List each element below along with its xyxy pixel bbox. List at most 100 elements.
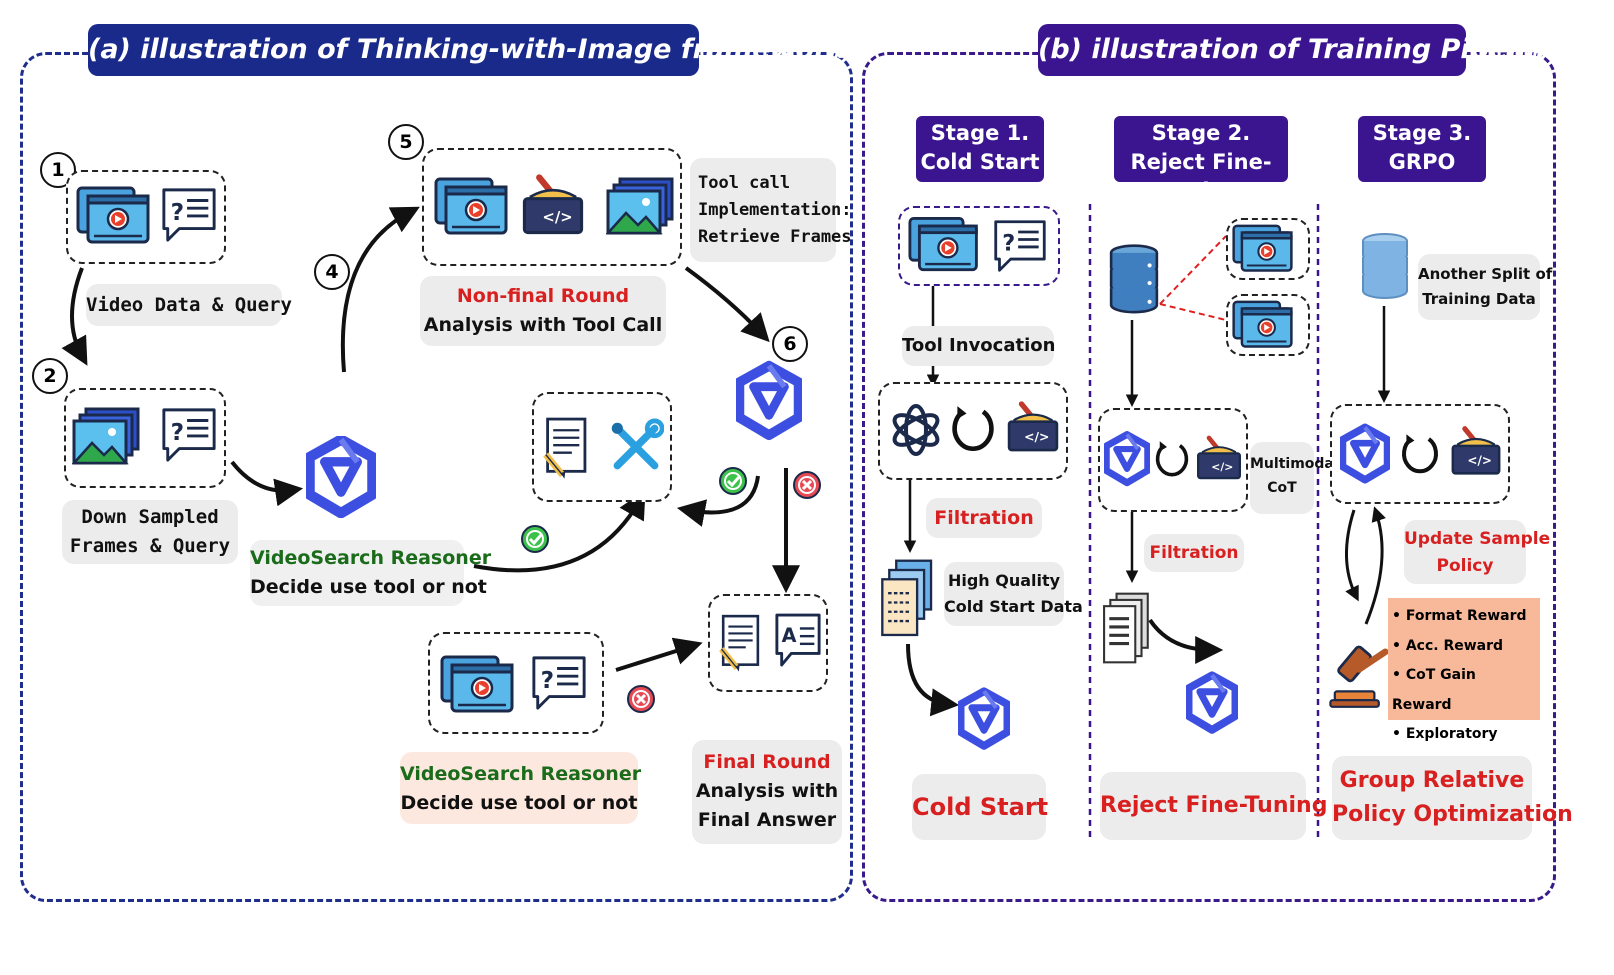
stage-1-line-1: Stage 1. xyxy=(930,121,1030,145)
panel-a-arrows xyxy=(61,206,800,672)
database-icon xyxy=(1360,228,1410,308)
gavel-icon xyxy=(1326,636,1392,716)
tools-box xyxy=(532,392,672,502)
downsampled-box xyxy=(64,388,226,488)
video-query-label: Video Data & Query xyxy=(86,284,292,326)
tool-invocation-label: Tool Invocation xyxy=(902,326,1055,366)
openai-icon xyxy=(886,400,946,460)
reasoner-logo-icon xyxy=(1340,422,1390,486)
step-2: 2 xyxy=(32,358,68,394)
arrow-4 xyxy=(340,206,420,373)
grpo-line-2: Policy Optimization xyxy=(1332,802,1573,827)
arrow-reasoner-to-tools xyxy=(473,490,646,573)
reasoner-logo-icon xyxy=(1186,668,1238,738)
tool-box-icon xyxy=(1446,420,1506,482)
downsampled-label: Down Sampled Frames & Query xyxy=(62,500,238,564)
toolcall-line-3: Retrieve Frames xyxy=(698,227,852,247)
nonfinal-label: Non-final Round Analysis with Tool Call xyxy=(420,276,666,346)
another-split-label: Another Split of Training Data xyxy=(1418,254,1553,320)
another-split-line-2: Training Data xyxy=(1422,290,1536,308)
video-query-box xyxy=(66,170,226,264)
downsampled-line-2: Frames & Query xyxy=(69,535,231,557)
arrow-to-6 xyxy=(684,266,770,343)
s1-data-box xyxy=(898,206,1060,286)
tool-box-icon xyxy=(1192,430,1246,486)
nonfinal-box xyxy=(422,148,682,266)
hq-data-line-2: Cold Start Data xyxy=(944,597,1083,616)
file-stack-icon xyxy=(1102,584,1154,672)
stage-3-line-1: Stage 3. xyxy=(1372,121,1472,145)
s2-sample-box-1 xyxy=(1226,218,1310,280)
file-stack-icon xyxy=(880,552,938,646)
reasoner-logo-icon xyxy=(958,686,1010,752)
reasoner-label: VideoSearch Reasoner Decide use tool or … xyxy=(250,540,492,606)
update-policy-label: Update Sample Policy xyxy=(1404,520,1550,584)
filtration-2-label: Filtration xyxy=(1144,534,1244,572)
reasoner-logo-icon xyxy=(1104,430,1150,488)
downsampled-line-1: Down Sampled xyxy=(81,506,219,528)
toolcall-line-2: Implementation: xyxy=(698,200,852,220)
final-title: Final Round xyxy=(703,751,831,773)
reward-acc: Acc. Reward xyxy=(1405,637,1504,654)
stage-1-header: Stage 1. Cold Start xyxy=(916,116,1044,182)
reward-list: • Format Reward • Acc. Reward • CoT Gain… xyxy=(1388,598,1540,772)
toolcall-note: Tool call Implementation: Retrieve Frame… xyxy=(690,158,852,262)
reasoner2-name: VideoSearch Reasoner xyxy=(400,763,642,785)
arrow-bottom-to-final xyxy=(615,637,703,672)
bottom-video-query-box xyxy=(428,632,604,734)
refresh-loop-icon xyxy=(950,400,996,460)
step-4: 4 xyxy=(314,254,350,290)
reward-format: Format Reward xyxy=(1405,608,1527,624)
s2-sample-box-2 xyxy=(1226,294,1310,356)
s1-model-box xyxy=(878,382,1068,480)
update-policy-line-2: Policy xyxy=(1436,556,1494,576)
cold-start-result: Cold Start xyxy=(912,774,1048,840)
stage-1-line-2: Cold Start xyxy=(920,150,1040,174)
stage-2-line-1: Stage 2. xyxy=(1151,121,1251,145)
database-icon xyxy=(1108,240,1160,322)
step-5: 5 xyxy=(388,124,424,160)
arrow-6-to-tools xyxy=(676,475,760,527)
multimodal-cot-line-1: Multimodal xyxy=(1250,456,1339,472)
another-split-line-1: Another Split of xyxy=(1418,265,1553,283)
stage-2-line-2: Reject Fine-tuning xyxy=(1130,150,1272,203)
filtration-1-label: Filtration xyxy=(926,498,1042,538)
reward-item: • Acc. Reward xyxy=(1392,637,1504,654)
reward-item: • Format Reward xyxy=(1392,608,1527,624)
video-icon xyxy=(1232,300,1298,350)
query-icon xyxy=(992,218,1048,274)
stage-2-header: Stage 2. Reject Fine-tuning xyxy=(1114,116,1288,203)
refresh-loop-icon xyxy=(1154,436,1190,484)
panel-b-title: (b) illustration of Training Pipeline xyxy=(1038,24,1563,76)
grpo-result: Group Relative Policy Optimization xyxy=(1332,756,1573,840)
stage-3-line-2: GRPO xyxy=(1388,150,1456,174)
video-icon xyxy=(908,216,984,274)
toolcall-line-1: Tool call xyxy=(698,173,791,193)
rft-result: Reject Fine-Tuning xyxy=(1100,772,1327,840)
grpo-line-1: Group Relative xyxy=(1339,768,1525,793)
reward-item: • CoT Gain Reward xyxy=(1392,667,1476,713)
final-desc-2: Final Answer xyxy=(697,809,837,831)
reward-cot-gain: CoT Gain Reward xyxy=(1392,667,1476,713)
hq-data-line-1: High Quality xyxy=(947,571,1061,590)
reasoner2-label: VideoSearch Reasoner Decide use tool or … xyxy=(400,752,642,824)
multimodal-cot-line-2: CoT xyxy=(1267,480,1297,496)
final-desc-1: Analysis with xyxy=(695,780,839,802)
nonfinal-title: Non-final Round xyxy=(456,285,630,307)
arrow-2-to-reasoner xyxy=(230,460,304,507)
reasoner-decision: Decide use tool or not xyxy=(250,576,487,598)
s2-model-box xyxy=(1098,408,1248,512)
reasoner-name: VideoSearch Reasoner xyxy=(250,547,492,569)
hq-data-label: High Quality Cold Start Data xyxy=(944,562,1083,626)
reasoner2-decision: Decide use tool or not xyxy=(400,792,638,814)
arrow-1-to-2 xyxy=(61,267,88,366)
tool-box-icon xyxy=(1002,396,1064,458)
step-6: 6 xyxy=(772,326,808,362)
nonfinal-desc: Analysis with Tool Call xyxy=(423,314,663,336)
video-icon xyxy=(1232,224,1298,274)
stage-3-header: Stage 3. GRPO xyxy=(1358,116,1486,182)
final-box xyxy=(708,594,828,692)
refresh-loop-icon xyxy=(1400,428,1440,482)
multimodal-cot-label: Multimodal CoT xyxy=(1250,442,1339,514)
